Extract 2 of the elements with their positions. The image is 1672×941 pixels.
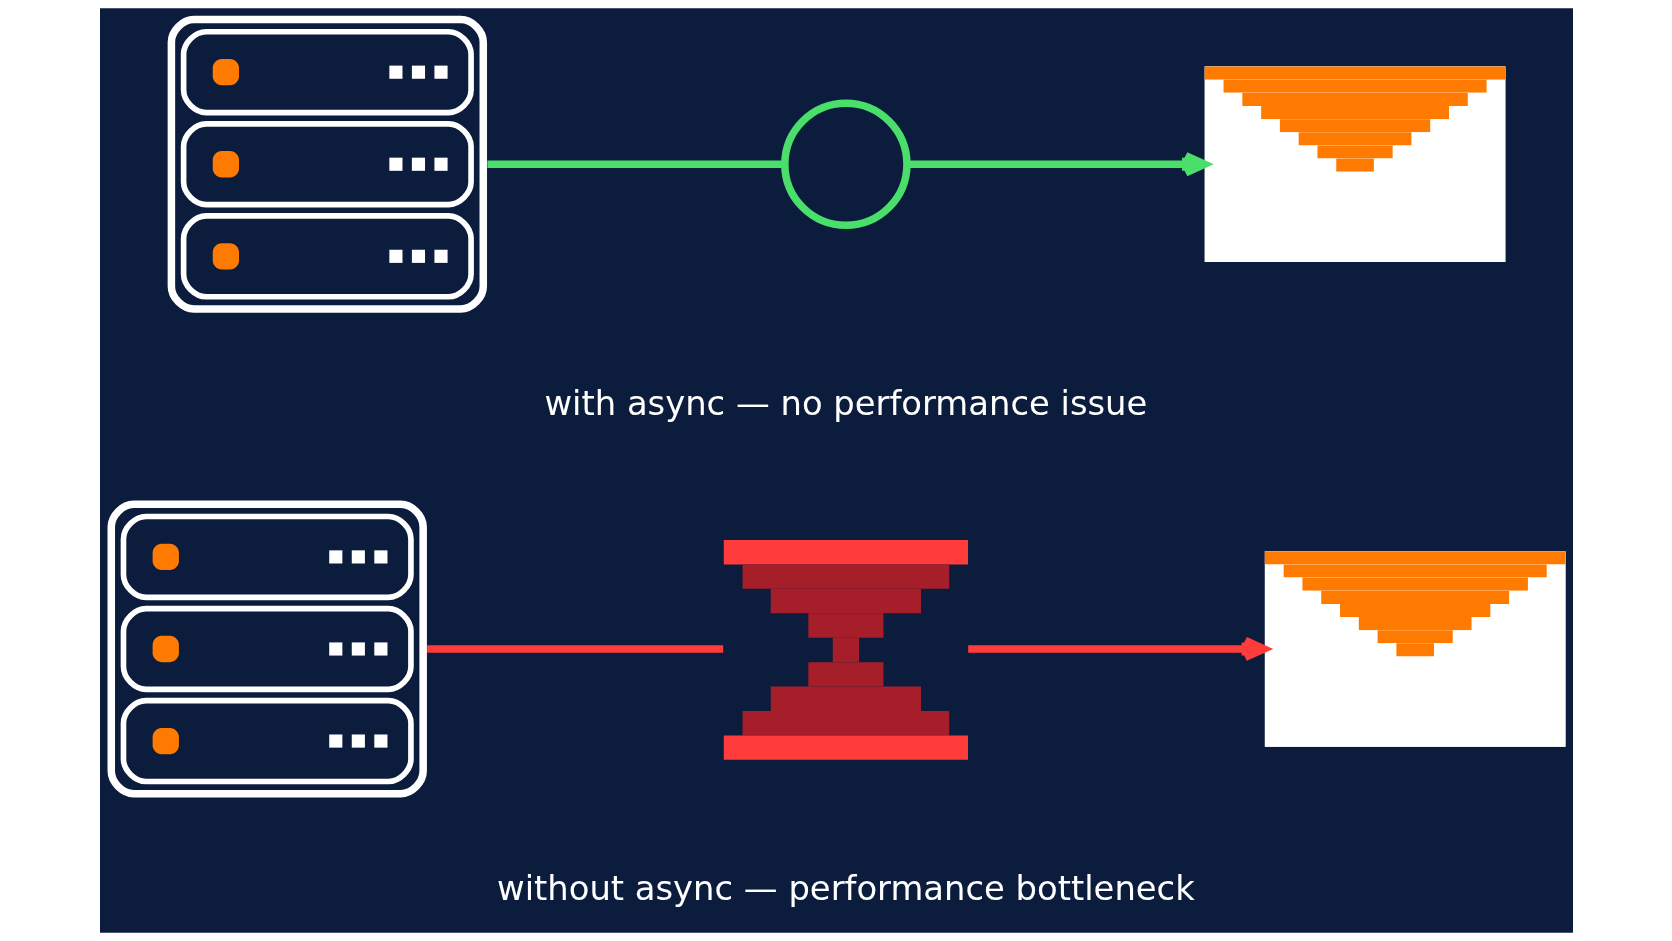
label: with async — no performance issue [543,383,1147,423]
label: without async — performance bottleneck [496,868,1195,908]
